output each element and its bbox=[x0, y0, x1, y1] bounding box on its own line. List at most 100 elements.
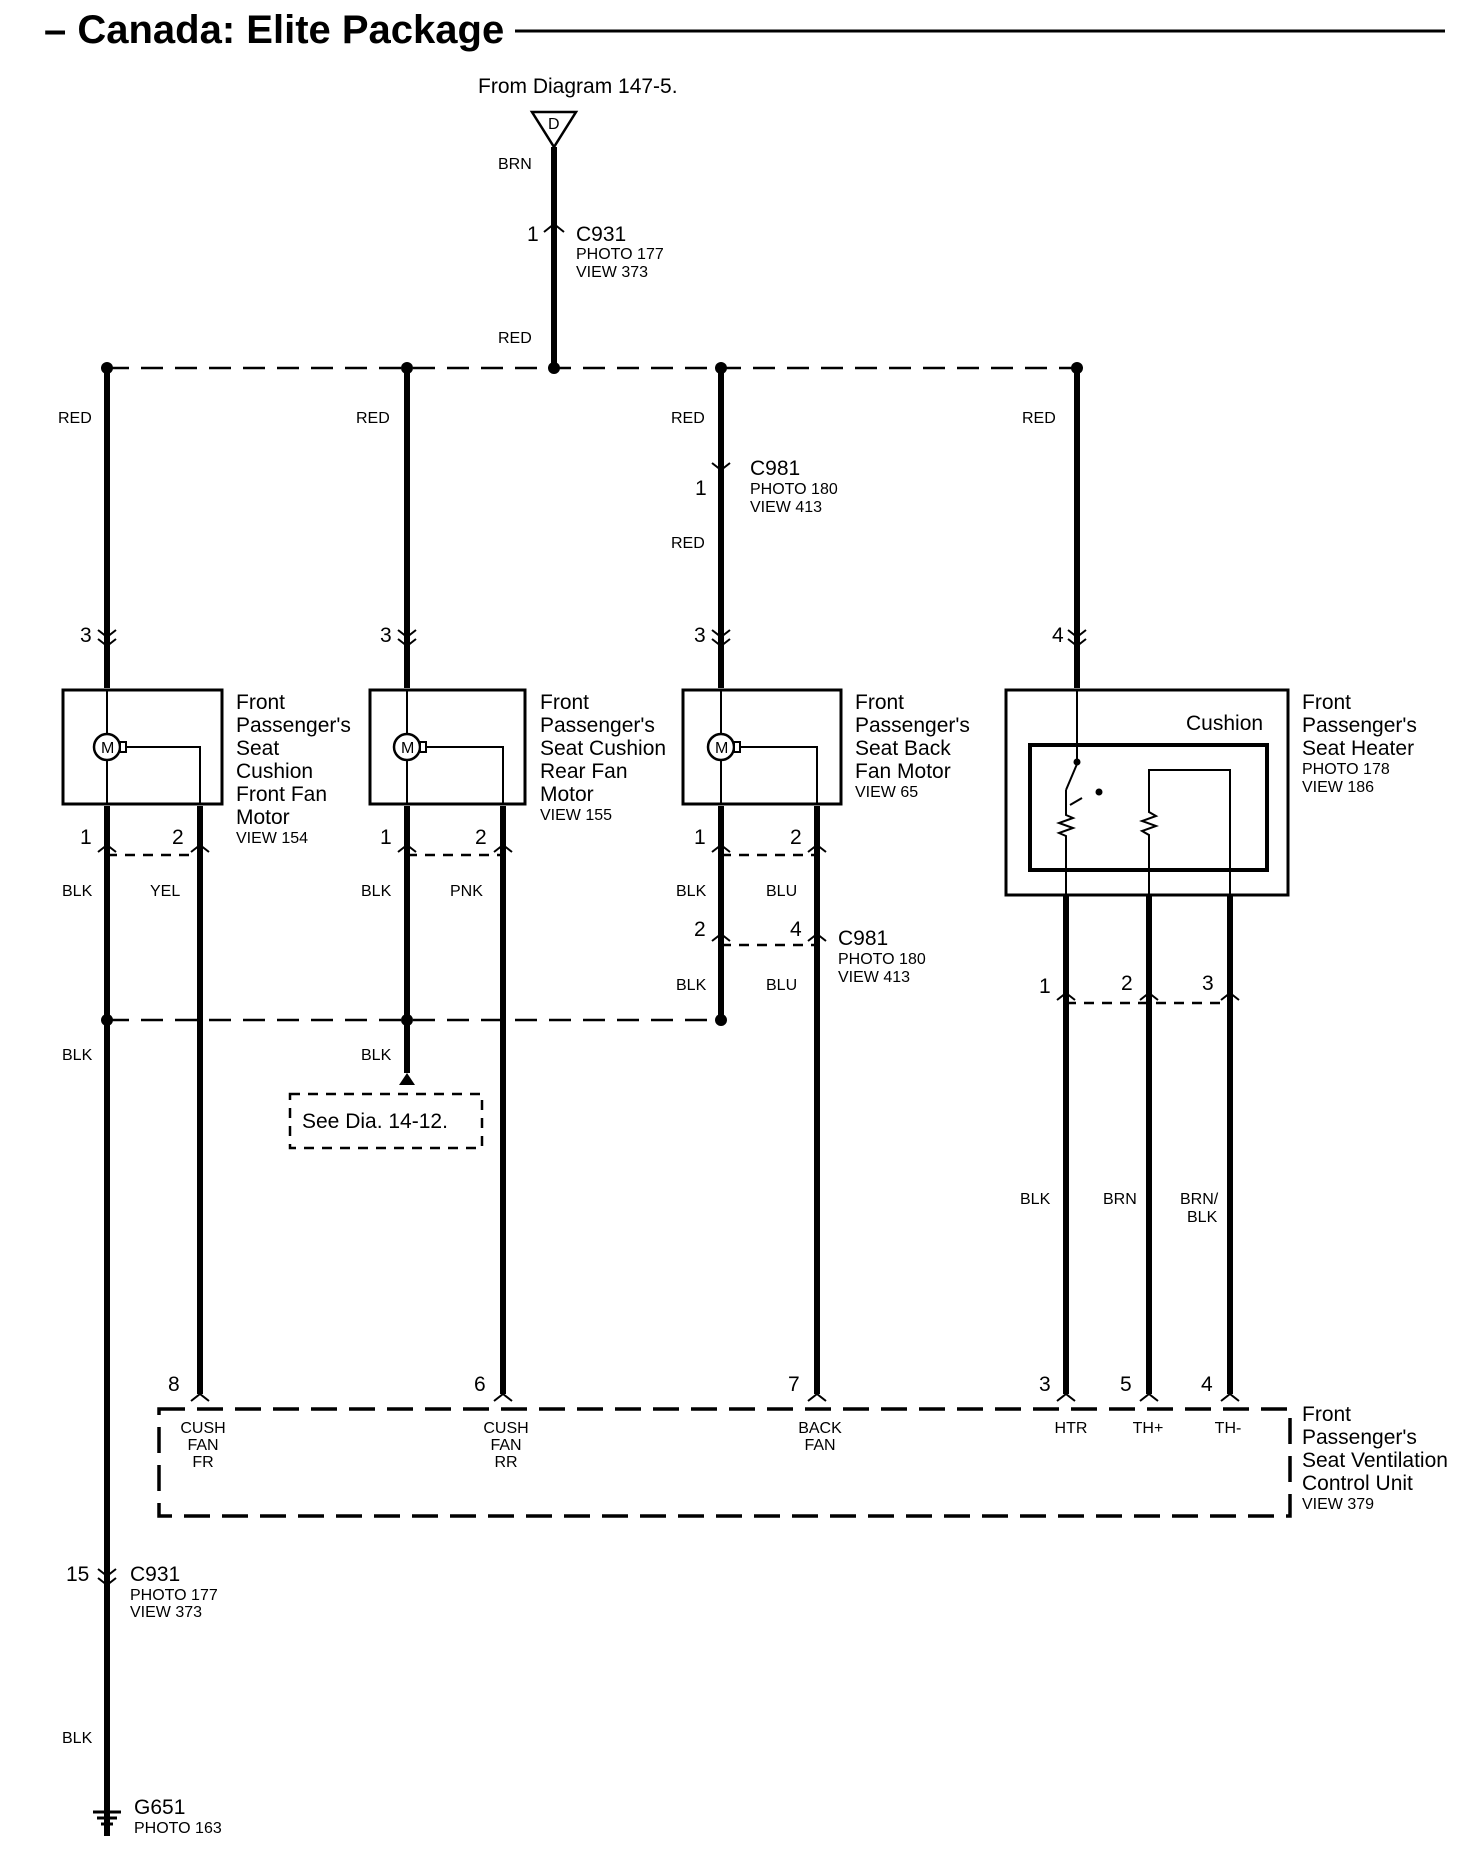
c931-bot-view: VIEW 373 bbox=[130, 1604, 202, 1621]
c931-top-connector-icon bbox=[543, 222, 565, 233]
wire-color-red-feed: RED bbox=[498, 330, 532, 347]
m1-label-5: Front Fan bbox=[236, 783, 327, 806]
cu-term-5-l1: TH+ bbox=[1133, 1420, 1164, 1437]
control-unit-box bbox=[157, 1407, 1292, 1518]
m1-label-6: Motor bbox=[236, 806, 290, 829]
wire-color-red-2: RED bbox=[356, 410, 390, 427]
wire-color-blk-bot: BLK bbox=[62, 1730, 93, 1747]
c931-top-view: VIEW 373 bbox=[576, 264, 648, 281]
cu-label-3: Seat Ventilation bbox=[1302, 1449, 1448, 1472]
ground-icon bbox=[93, 1810, 121, 1826]
heater-in-connector-icon bbox=[1067, 629, 1087, 648]
heater-pin2-connector-icon bbox=[1139, 991, 1159, 1001]
wire-color-brn: BRN bbox=[498, 156, 532, 173]
see-dia-text: See Dia. 14-12. bbox=[302, 1110, 448, 1133]
cu-label-1: Front bbox=[1302, 1403, 1351, 1426]
m3-pin2: 2 bbox=[790, 826, 802, 849]
m3-view: VIEW 65 bbox=[855, 784, 918, 801]
cu-pin-6: 6 bbox=[474, 1373, 486, 1396]
wire-color-red-4: RED bbox=[1022, 410, 1056, 427]
cu-term-7-l2: FAN bbox=[804, 1437, 835, 1454]
cu-pin-7: 7 bbox=[788, 1373, 800, 1396]
wire-color-blk-m1: BLK bbox=[62, 883, 93, 900]
m3-brush-icon bbox=[733, 741, 741, 753]
source-triangle-icon bbox=[529, 110, 579, 150]
cu-term-8-l1: CUSH bbox=[180, 1420, 225, 1437]
m2-pin-in: 3 bbox=[380, 624, 392, 647]
c981-b-pin-blk: 2 bbox=[694, 918, 706, 941]
wire-color-brn-htr: BRN bbox=[1103, 1191, 1137, 1208]
wire-color-pnk: PNK bbox=[450, 883, 483, 900]
wire-color-blk-m2: BLK bbox=[361, 883, 392, 900]
source-symbol: D bbox=[548, 116, 560, 133]
thermostat-contact-dot bbox=[1073, 758, 1081, 766]
wire-color-brn-blk-2: BLK bbox=[1187, 1209, 1218, 1226]
cu-pin3-connector-icon bbox=[1056, 1392, 1076, 1402]
cu-view: VIEW 379 bbox=[1302, 1496, 1374, 1513]
c981-a-photo: PHOTO 180 bbox=[750, 481, 838, 498]
m3-pin1-connector-icon bbox=[711, 843, 731, 853]
c981-a-pin: 1 bbox=[695, 477, 707, 500]
wire-color-yel: YEL bbox=[150, 883, 180, 900]
cu-label-4: Control Unit bbox=[1302, 1472, 1413, 1495]
source-text: From Diagram 147-5. bbox=[478, 75, 678, 98]
c981-b-blu-connector-icon bbox=[807, 932, 827, 942]
wire-color-blu: BLU bbox=[766, 883, 797, 900]
m2-label-1: Front bbox=[540, 691, 589, 714]
m1-in-connector-icon bbox=[97, 629, 117, 648]
heater-label-2: Passenger's bbox=[1302, 714, 1417, 737]
wire-color-blk-gnd: BLK bbox=[62, 1047, 93, 1064]
c981-b-photo: PHOTO 180 bbox=[838, 951, 926, 968]
m2-label-2: Passenger's bbox=[540, 714, 655, 737]
heater-label-3: Seat Heater bbox=[1302, 737, 1414, 760]
c931-bot-photo: PHOTO 177 bbox=[130, 1587, 218, 1604]
m2-pin1: 1 bbox=[380, 826, 392, 849]
m2-internal-wiring bbox=[406, 690, 504, 804]
heater-label-1: Front bbox=[1302, 691, 1351, 714]
m3-pin1: 1 bbox=[694, 826, 706, 849]
c981-a-view: VIEW 413 bbox=[750, 499, 822, 516]
cu-term-3-l1: HTR bbox=[1055, 1420, 1088, 1437]
c981-connector-icon bbox=[711, 462, 731, 472]
m3-pin-in: 3 bbox=[694, 624, 706, 647]
m3-internal-wiring bbox=[720, 690, 818, 804]
m2-pin1-connector-icon bbox=[397, 843, 417, 853]
heater-element-icon bbox=[1056, 805, 1076, 895]
splice-dot bbox=[401, 1014, 413, 1026]
wire-color-red-1: RED bbox=[58, 410, 92, 427]
cu-pin5-connector-icon bbox=[1139, 1392, 1159, 1402]
m1-pin2-connector-icon bbox=[190, 843, 210, 853]
heater-pin1: 1 bbox=[1039, 975, 1051, 998]
wire-color-brn-blk-1: BRN/ bbox=[1180, 1191, 1219, 1208]
m2-brush-icon bbox=[419, 741, 427, 753]
thermostat-contact-dot bbox=[1095, 788, 1103, 796]
c981-a-name: C981 bbox=[750, 457, 800, 480]
heater-pin3-connector-icon bbox=[1220, 991, 1240, 1001]
c981-b-blk-connector-icon bbox=[711, 932, 731, 942]
cu-label-2: Passenger's bbox=[1302, 1426, 1417, 1449]
m1-label-3: Seat bbox=[236, 737, 279, 760]
heater-pin2: 2 bbox=[1121, 972, 1133, 995]
splice-dot bbox=[548, 362, 560, 374]
cu-pin-4: 4 bbox=[1201, 1373, 1213, 1396]
cu-pin7-connector-icon bbox=[807, 1392, 827, 1402]
heater-inner-label: Cushion bbox=[1186, 712, 1263, 735]
m3-symbol: M bbox=[715, 740, 728, 757]
wire-color-red-3: RED bbox=[671, 410, 705, 427]
c931-bottom-connector-icon bbox=[97, 1568, 117, 1587]
heater-photo: PHOTO 178 bbox=[1302, 761, 1390, 778]
c931-top-photo: PHOTO 177 bbox=[576, 246, 664, 263]
cu-term-6-l2: FAN bbox=[490, 1437, 521, 1454]
see-dia-arrow-icon bbox=[399, 1073, 415, 1085]
m2-label-4: Rear Fan bbox=[540, 760, 628, 783]
c931-top-pin: 1 bbox=[527, 223, 539, 246]
m2-label-3: Seat Cushion bbox=[540, 737, 666, 760]
cu-term-8-l3: FR bbox=[192, 1454, 213, 1471]
wire-color-blk-see: BLK bbox=[361, 1047, 392, 1064]
m1-pin2: 2 bbox=[172, 826, 184, 849]
page-title: – Canada: Elite Package bbox=[44, 8, 504, 52]
m2-pin2: 2 bbox=[475, 826, 487, 849]
c931-bot-pin: 15 bbox=[66, 1563, 89, 1586]
heater-view: VIEW 186 bbox=[1302, 779, 1374, 796]
m1-symbol: M bbox=[101, 740, 114, 757]
